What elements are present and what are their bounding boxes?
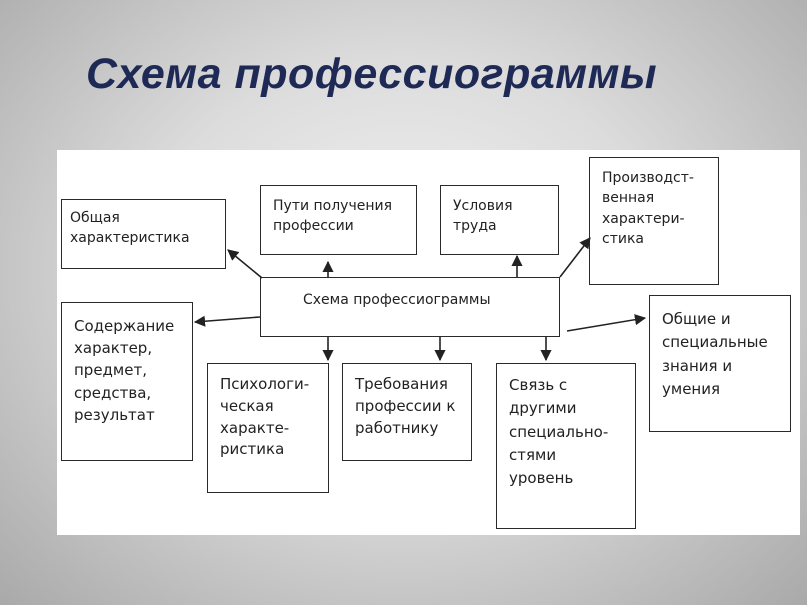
node-profession-requirements: Требования профессии к работнику [342, 363, 472, 461]
node-relation-to-specialties: Связь с другими специально- стями уровен… [496, 363, 636, 529]
node-work-content: Содержание характер, предмет, средства, … [61, 302, 193, 461]
node-psychological-characteristics: Психологи- ческая характе- ристика [207, 363, 329, 493]
node-working-conditions: Условия труда [440, 185, 559, 255]
node-center-scheme: Схема профессиограммы [260, 277, 560, 337]
node-production-characteristics: Производст- венная характери- стика [589, 157, 719, 285]
node-ways-to-get-profession: Пути получения профессии [260, 185, 417, 255]
node-knowledge-and-skills: Общие и специальные знания и умения [649, 295, 791, 432]
slide-title: Схема профессиограммы [86, 50, 658, 98]
node-general-characteristics: Общая характеристика [61, 199, 226, 269]
